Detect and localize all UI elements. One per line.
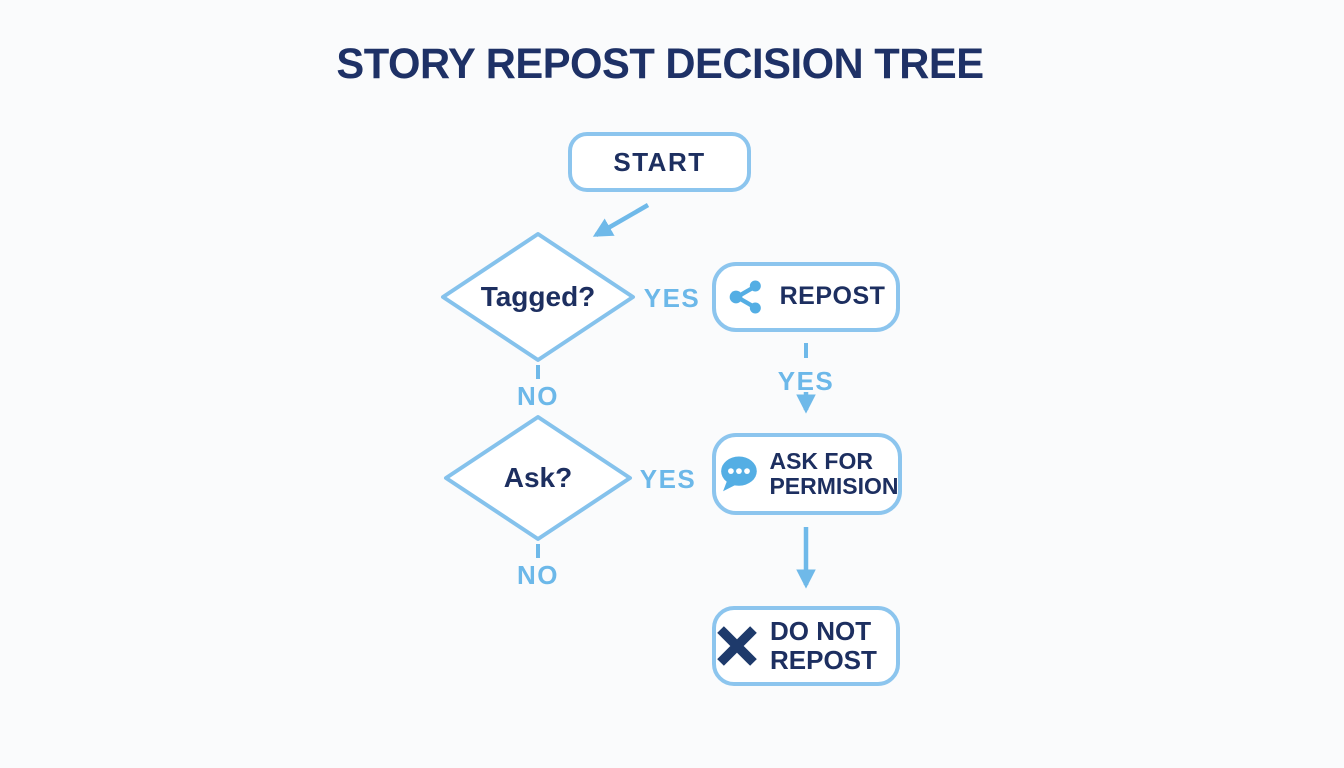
start-node: START (568, 132, 751, 192)
page-title: STORY REPOST DECISION TREE (336, 40, 984, 88)
edge-label-tagged-yes: YES (643, 283, 701, 313)
do-not-repost-node: DO NOT REPOST (712, 606, 900, 686)
edge-label-repost-yes: YES (777, 366, 835, 396)
ask-diamond-shape (444, 415, 632, 541)
ask-permission-node: ASK FOR PERMISION (712, 433, 902, 515)
edge-label-ask-yes: YES (639, 464, 697, 494)
chat-bubble-icon (715, 451, 761, 497)
do-not-repost-node-label: DO NOT REPOST (770, 616, 877, 675)
repost-node-label: REPOST (779, 282, 886, 311)
share-icon (727, 277, 767, 317)
tagged-decision-label: Tagged? (480, 281, 596, 312)
ask-decision-label: Ask? (503, 462, 573, 493)
edge-label-ask-no: NO (517, 560, 559, 590)
edge-label-tagged-no: NO (517, 381, 559, 411)
repost-node: REPOST (712, 262, 900, 332)
edge-start-to-tagged-arrow (592, 203, 650, 237)
ask-permission-node-label: ASK FOR PERMISION (769, 447, 899, 499)
x-icon (716, 625, 758, 667)
start-node-label: START (613, 146, 706, 177)
tagged-diamond-shape (441, 232, 635, 362)
